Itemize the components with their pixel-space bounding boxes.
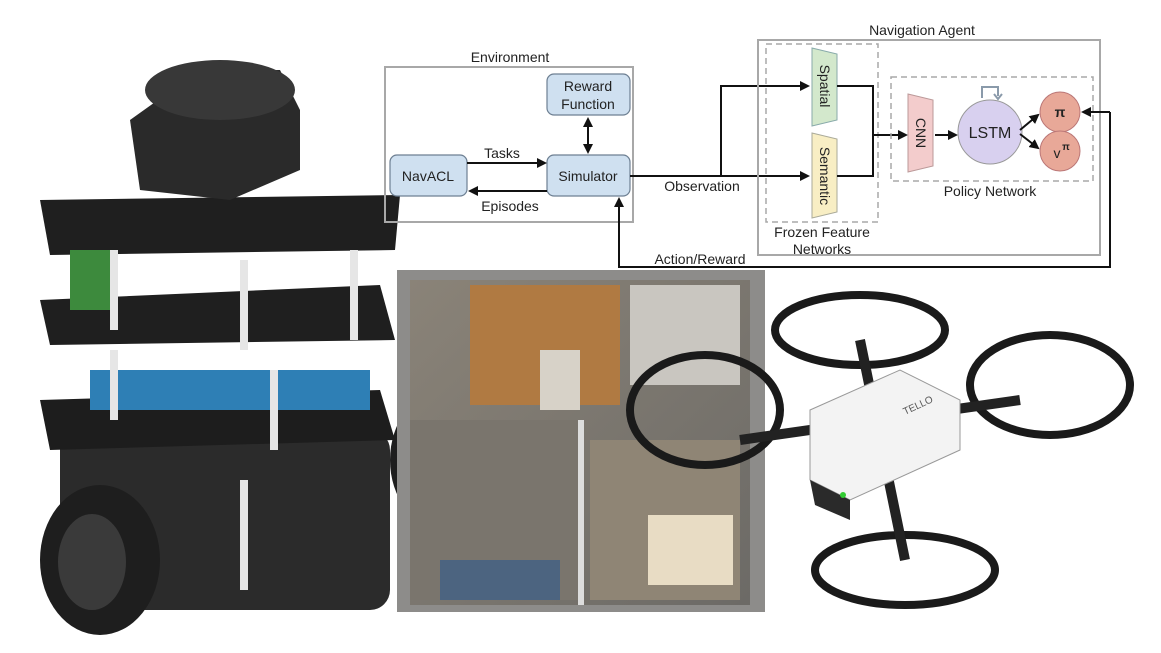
policy-network-label: Policy Network	[944, 183, 1038, 199]
navigation-agent-frame	[757, 39, 1101, 256]
semantic-label: Semantic	[817, 147, 833, 205]
value-head-superscript: π	[1062, 142, 1070, 153]
tasks-label: Tasks	[484, 145, 520, 161]
simulator-label: Simulator	[558, 168, 617, 184]
navigation-agent-title: Navigation Agent	[869, 22, 975, 38]
frozen-label-2: Networks	[793, 241, 851, 257]
floorplan-photo	[397, 270, 765, 612]
spatial-network-shape	[811, 47, 838, 127]
lstm-circle	[957, 99, 1023, 165]
observation-label: Observation	[664, 178, 739, 194]
navacl-box	[389, 154, 468, 197]
lstm-to-policy-arrow	[1019, 113, 1040, 131]
cnn-label: CNN	[913, 118, 929, 148]
episodes-label: Episodes	[481, 198, 539, 214]
frozen-label-1: Frozen Feature	[774, 224, 870, 240]
policy-head-label: π	[1055, 104, 1066, 120]
frozen-networks-frame	[765, 43, 879, 223]
value-head-label: v	[1054, 145, 1061, 161]
environment-title: Environment	[471, 49, 550, 65]
action-reward-label: Action/Reward	[654, 251, 745, 267]
reward-function-label-2: Function	[561, 96, 615, 112]
reward-function-box	[546, 73, 631, 116]
action-reward-arrow	[614, 112, 1111, 268]
value-head-circle	[1039, 130, 1081, 172]
observation-to-spatial-arrow	[630, 81, 810, 177]
navigation-agent-group: Navigation Agent Frozen Feature Networks…	[757, 22, 1101, 257]
reward-function-label-1: Reward	[564, 78, 612, 94]
feature-merge-line	[837, 85, 874, 177]
policy-network-frame	[890, 76, 1094, 182]
spatial-label: Spatial	[817, 65, 833, 108]
semantic-network-shape	[811, 132, 838, 219]
lstm-to-value-arrow	[1019, 133, 1040, 150]
cnn-shape	[907, 93, 934, 173]
recurrent-loop-icon	[981, 86, 999, 98]
tello-drone-photo: TELLO	[626, 291, 1134, 609]
lstm-label: LSTM	[969, 125, 1012, 142]
environment-group: Environment Reward Function Simulator Na…	[384, 49, 634, 223]
navacl-label: NavACL	[402, 168, 454, 184]
environment-frame	[384, 66, 634, 223]
